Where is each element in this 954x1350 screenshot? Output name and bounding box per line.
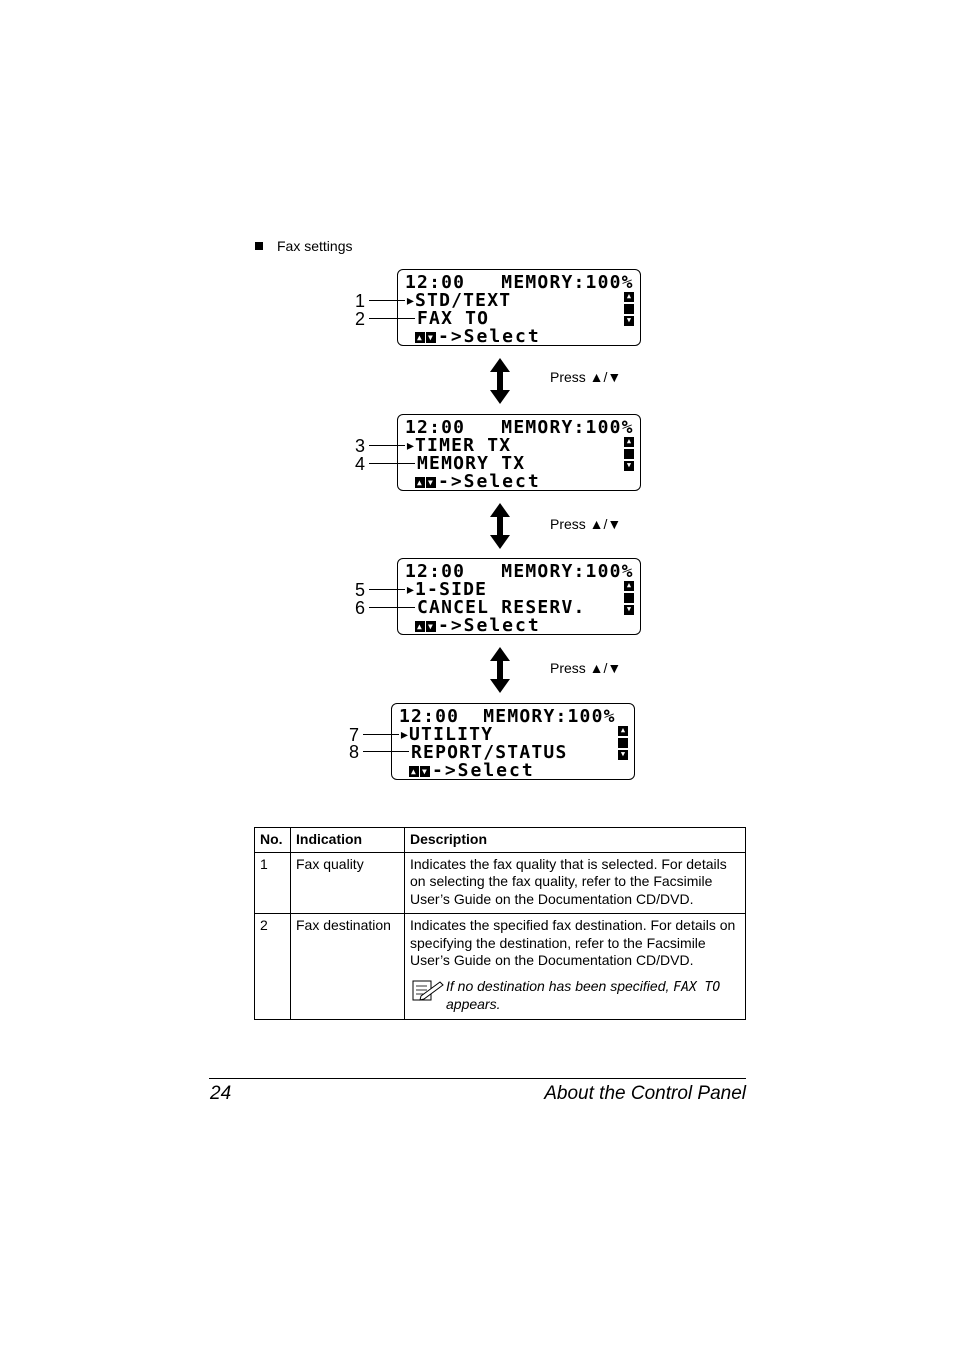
table-row: 2 Fax destination Indicates the specifie… <box>254 913 746 1020</box>
callout-leader <box>369 318 415 320</box>
callout-number: 2 <box>355 309 366 329</box>
callout-leader <box>369 607 415 609</box>
cursor-icon: ▸ <box>405 579 418 600</box>
cell-description: Indicates the specified fax destination.… <box>404 913 746 1020</box>
footer-rule <box>209 1078 746 1079</box>
section-heading: Fax settings <box>255 238 352 254</box>
note-pencil-icon <box>412 980 444 1001</box>
up-down-keys-icon: ▲▼ <box>415 331 436 343</box>
callout-number: 5 <box>355 580 366 600</box>
up-down-arrow-icon <box>490 503 510 549</box>
cursor-icon: ▸ <box>405 435 418 456</box>
lcd-menu-item-selected: ▸1-SIDE <box>405 579 488 600</box>
scrollbar-icon: ▲▼ <box>624 581 634 615</box>
cell-no: 2 <box>254 913 291 1020</box>
up-down-arrow-icon <box>490 358 510 404</box>
page-number: 24 <box>210 1083 232 1104</box>
callout-leader <box>363 751 409 753</box>
lcd-menu-item: REPORT/STATUS <box>411 742 568 763</box>
callout-number: 4 <box>355 454 366 474</box>
section-heading-text: Fax settings <box>277 238 353 254</box>
lcd-status-line: 12:00 MEMORY:100% <box>405 417 634 438</box>
lcd-status-line: 12:00 MEMORY:100% <box>405 272 634 293</box>
cell-indication: Fax quality <box>290 851 405 914</box>
lcd-status-line: 12:00 MEMORY:100% <box>399 706 616 727</box>
callout-leader <box>369 463 415 465</box>
lcd-select-hint: ▲▼ ->Select <box>409 760 535 781</box>
callout-number: 7 <box>349 725 360 745</box>
description-text: Indicates the specified fax destination.… <box>410 917 736 968</box>
up-down-keys-icon: ▲▼ <box>409 765 430 777</box>
lcd-menu-item: FAX TO <box>417 308 490 329</box>
cell-description: Indicates the fax quality that is select… <box>404 851 746 914</box>
callout-leader <box>369 589 405 591</box>
callout-leader <box>369 300 405 302</box>
callout-leader <box>363 734 399 736</box>
scrollbar-icon: ▲▼ <box>618 726 628 760</box>
fax-to-code: FAX TO <box>673 979 721 995</box>
lcd-status-line: 12:00 MEMORY:100% <box>405 561 634 582</box>
lcd-menu-item: MEMORY TX <box>417 453 526 474</box>
table-header-row: No. Indication Description <box>254 827 746 853</box>
up-down-keys-icon: ▲▼ <box>415 620 436 632</box>
lcd-screen: 12:00 MEMORY:100% ▸TIMER TX MEMORY TX ▲▼… <box>397 414 641 491</box>
press-up-down-label: Press ▲/▼ <box>550 660 622 676</box>
callout-number: 6 <box>355 598 366 618</box>
lcd-menu-item-selected: ▸UTILITY <box>399 724 494 745</box>
lcd-select-hint: ▲▼ ->Select <box>415 326 541 347</box>
note-text: If no destination has been specified, FA… <box>446 977 721 1013</box>
column-header: Description <box>404 827 746 853</box>
press-up-down-label: Press ▲/▼ <box>550 516 622 532</box>
cell-indication: Fax destination <box>290 913 405 1020</box>
column-header: Indication <box>290 827 405 853</box>
lcd-screen: 12:00 MEMORY:100% ▸STD/TEXT FAX TO ▲▼ ->… <box>397 269 641 346</box>
lcd-menu-item-selected: ▸TIMER TX <box>405 435 512 456</box>
lcd-select-hint: ▲▼ ->Select <box>415 615 541 636</box>
table-row: 1 Fax quality Indicates the fax quality … <box>254 851 746 914</box>
lcd-screen: 12:00 MEMORY:100% ▸1-SIDE CANCEL RESERV.… <box>397 558 641 635</box>
scrollbar-icon: ▲▼ <box>624 437 634 471</box>
scrollbar-icon: ▲▼ <box>624 292 634 326</box>
square-bullet-icon <box>255 242 263 250</box>
callout-leader <box>369 445 405 447</box>
note: If no destination has been specified, FA… <box>410 978 740 1014</box>
column-header: No. <box>254 827 291 853</box>
cursor-icon: ▸ <box>399 724 412 745</box>
cell-no: 1 <box>254 851 291 914</box>
lcd-select-hint: ▲▼ ->Select <box>415 471 541 492</box>
callout-number: 3 <box>355 436 366 456</box>
press-up-down-label: Press ▲/▼ <box>550 369 622 385</box>
callout-number: 8 <box>349 742 360 762</box>
lcd-menu-item: CANCEL RESERV. <box>417 597 586 618</box>
lcd-screen: 12:00 MEMORY:100% ▸UTILITY REPORT/STATUS… <box>391 703 635 780</box>
cursor-icon: ▸ <box>405 290 418 311</box>
lcd-menu-item-selected: ▸STD/TEXT <box>405 290 512 311</box>
callout-number: 1 <box>355 291 366 311</box>
up-down-arrow-icon <box>490 647 510 693</box>
indication-table: No. Indication Description 1 Fax quality… <box>254 827 746 1020</box>
footer-title: About the Control Panel <box>544 1083 746 1104</box>
up-down-keys-icon: ▲▼ <box>415 476 436 488</box>
